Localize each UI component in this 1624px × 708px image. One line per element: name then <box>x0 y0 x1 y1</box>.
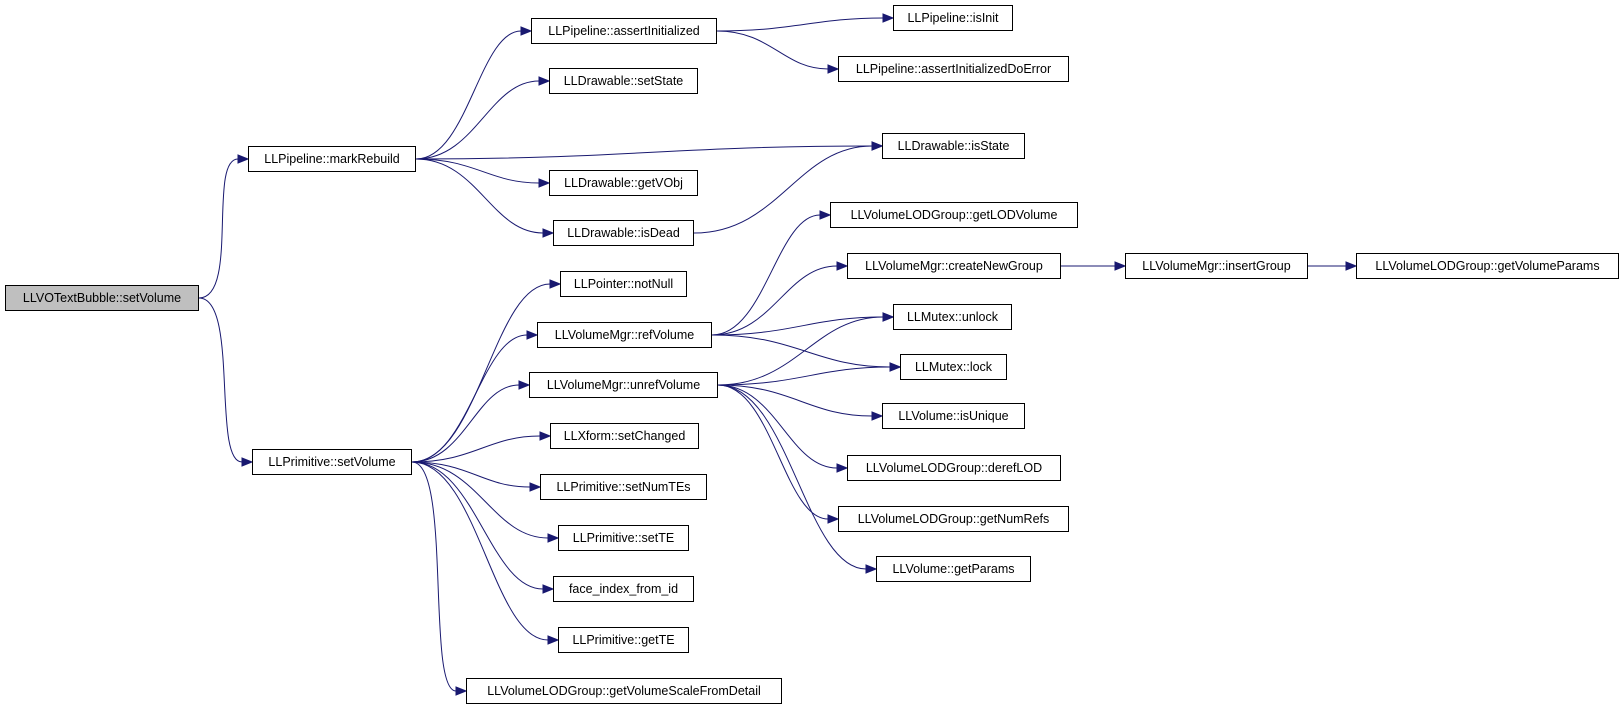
edge-volmgr_unrefVolume-to-mutex_lock <box>717 366 891 386</box>
edge-volmgr_refVolume-to-mutex_unlock <box>711 316 884 336</box>
arrowhead-volmgr_insertGroup <box>1114 261 1127 271</box>
edge-pipeline_assertInitialized-to-pipeline_assertInitializedDoError <box>716 30 829 70</box>
arrowhead-volmgr_createNewGroup <box>836 261 849 271</box>
edge-volmgr_unrefVolume-to-lodgroup_derefLOD <box>717 384 838 469</box>
node-pipeline-markRebuild[interactable]: LLPipeline::markRebuild <box>248 146 416 172</box>
edge-volmgr_unrefVolume-to-volume_isUnique <box>717 384 873 417</box>
arrowhead-volmgr_unrefVolume <box>518 380 531 390</box>
node-pipeline-isInit[interactable]: LLPipeline::isInit <box>893 5 1013 31</box>
arrowhead-mutex_unlock <box>882 312 895 322</box>
edge-volmgr_refVolume-to-lodgroup_getLODVolume <box>711 214 821 336</box>
arrowhead-volmgr_refVolume <box>526 330 539 340</box>
arrowhead-volume_isUnique <box>871 411 884 421</box>
arrowhead-mutex_lock <box>889 362 902 372</box>
node-drawable-setState[interactable]: LLDrawable::setState <box>549 68 698 94</box>
node-lodgroup-getVolumeScaleFromDetail[interactable]: LLVolumeLODGroup::getVolumeScaleFromDeta… <box>466 678 782 704</box>
node-primitive-setVolume[interactable]: LLPrimitive::setVolume <box>252 449 412 475</box>
edge-primitive_setVolume-to-primitive_setTE <box>411 461 549 539</box>
node-pointer-notNull[interactable]: LLPointer::notNull <box>560 271 687 297</box>
node-primitive-setTE[interactable]: LLPrimitive::setTE <box>558 525 689 551</box>
node-face-index-from-id[interactable]: face_index_from_id <box>553 576 694 602</box>
edge-pipeline_markRebuild-to-drawable_setState <box>415 80 540 160</box>
arrowhead-pipeline_assertInitializedDoError <box>827 64 840 74</box>
node-drawable-getVObj[interactable]: LLDrawable::getVObj <box>549 170 698 196</box>
edge-primitive_setVolume-to-primitive_getTE <box>411 461 549 641</box>
arrowhead-primitive_setNumTEs <box>529 482 542 492</box>
arrowhead-pipeline_markRebuild <box>237 154 250 164</box>
arrowhead-xform_setChanged <box>539 431 552 441</box>
edge-primitive_setVolume-to-volmgr_unrefVolume <box>411 384 520 463</box>
arrowhead-drawable_setState <box>538 76 551 86</box>
edge-primitive_setVolume-to-primitive_setNumTEs <box>411 461 531 488</box>
node-volmgr-unrefVolume[interactable]: LLVolumeMgr::unrefVolume <box>529 372 718 398</box>
node-lodgroup-derefLOD[interactable]: LLVolumeLODGroup::derefLOD <box>847 455 1061 481</box>
node-volume-isUnique[interactable]: LLVolume::isUnique <box>882 403 1025 429</box>
arrowhead-drawable_getVObj <box>538 178 551 188</box>
arrowhead-drawable_isDead <box>542 228 555 238</box>
node-volmgr-insertGroup[interactable]: LLVolumeMgr::insertGroup <box>1125 253 1308 279</box>
node-volmgr-refVolume[interactable]: LLVolumeMgr::refVolume <box>537 322 712 348</box>
edge-primitive_setVolume-to-volmgr_refVolume <box>411 334 528 463</box>
node-xform-setChanged[interactable]: LLXform::setChanged <box>550 423 699 449</box>
edge-primitive_setVolume-to-lodgroup_getVolumeScaleFromDetail <box>411 461 457 692</box>
edge-pipeline_markRebuild-to-pipeline_assertInitialized <box>415 30 522 160</box>
node-lodgroup-getLODVolume[interactable]: LLVolumeLODGroup::getLODVolume <box>830 202 1078 228</box>
edge-volmgr_refVolume-to-volmgr_createNewGroup <box>711 265 838 336</box>
arrowhead-lodgroup_getNumRefs <box>827 514 840 524</box>
node-volume-getParams[interactable]: LLVolume::getParams <box>876 556 1031 582</box>
arrowhead-primitive_setTE <box>547 533 560 543</box>
edge-primitive_setVolume-to-face_index_from_id <box>411 461 544 590</box>
arrowhead-primitive_getTE <box>547 635 560 645</box>
edge-pipeline_markRebuild-to-drawable_isState <box>415 145 873 160</box>
arrowhead-pointer_notNull <box>549 279 562 289</box>
arrowhead-lodgroup_derefLOD <box>836 463 849 473</box>
arrowhead-pipeline_isInit <box>882 13 895 23</box>
edge-volmgr_unrefVolume-to-mutex_unlock <box>717 316 884 386</box>
node-pipeline-assertInitializedDoError[interactable]: LLPipeline::assertInitializedDoError <box>838 56 1069 82</box>
node-pipeline-assertInitialized[interactable]: LLPipeline::assertInitialized <box>531 18 717 44</box>
arrowhead-lodgroup_getVolumeParams <box>1345 261 1358 271</box>
arrowhead-pipeline_assertInitialized <box>520 26 533 36</box>
node-primitive-getTE[interactable]: LLPrimitive::getTE <box>558 627 689 653</box>
arrowhead-lodgroup_getLODVolume <box>819 210 832 220</box>
edge-drawable_isDead-to-drawable_isState <box>693 145 873 234</box>
edge-pipeline_markRebuild-to-drawable_getVObj <box>415 158 540 184</box>
node-drawable-isDead[interactable]: LLDrawable::isDead <box>553 220 694 246</box>
node-drawable-isState[interactable]: LLDrawable::isState <box>882 133 1025 159</box>
arrowhead-primitive_setVolume <box>241 457 254 467</box>
edge-primitive_setVolume-to-xform_setChanged <box>411 435 541 463</box>
edge-volmgr_refVolume-to-mutex_lock <box>711 334 891 368</box>
node-mutex-lock[interactable]: LLMutex::lock <box>900 354 1007 380</box>
edge-volmgr_unrefVolume-to-volume_getParams <box>717 384 867 570</box>
arrowhead-lodgroup_getVolumeScaleFromDetail <box>455 686 468 696</box>
node-primitive-setNumTEs[interactable]: LLPrimitive::setNumTEs <box>540 474 707 500</box>
node-root[interactable]: LLVOTextBubble::setVolume <box>5 285 199 311</box>
arrowhead-face_index_from_id <box>542 584 555 594</box>
edge-root-to-primitive_setVolume <box>198 297 243 463</box>
arrowhead-volume_getParams <box>865 564 878 574</box>
node-volmgr-createNewGroup[interactable]: LLVolumeMgr::createNewGroup <box>847 253 1061 279</box>
node-lodgroup-getVolumeParams[interactable]: LLVolumeLODGroup::getVolumeParams <box>1356 253 1619 279</box>
edge-pipeline_assertInitialized-to-pipeline_isInit <box>716 17 884 32</box>
arrowhead-drawable_isState <box>871 141 884 151</box>
edge-root-to-pipeline_markRebuild <box>198 158 239 299</box>
edge-pipeline_markRebuild-to-drawable_isDead <box>415 158 544 234</box>
node-lodgroup-getNumRefs[interactable]: LLVolumeLODGroup::getNumRefs <box>838 506 1069 532</box>
node-mutex-unlock[interactable]: LLMutex::unlock <box>893 304 1012 330</box>
